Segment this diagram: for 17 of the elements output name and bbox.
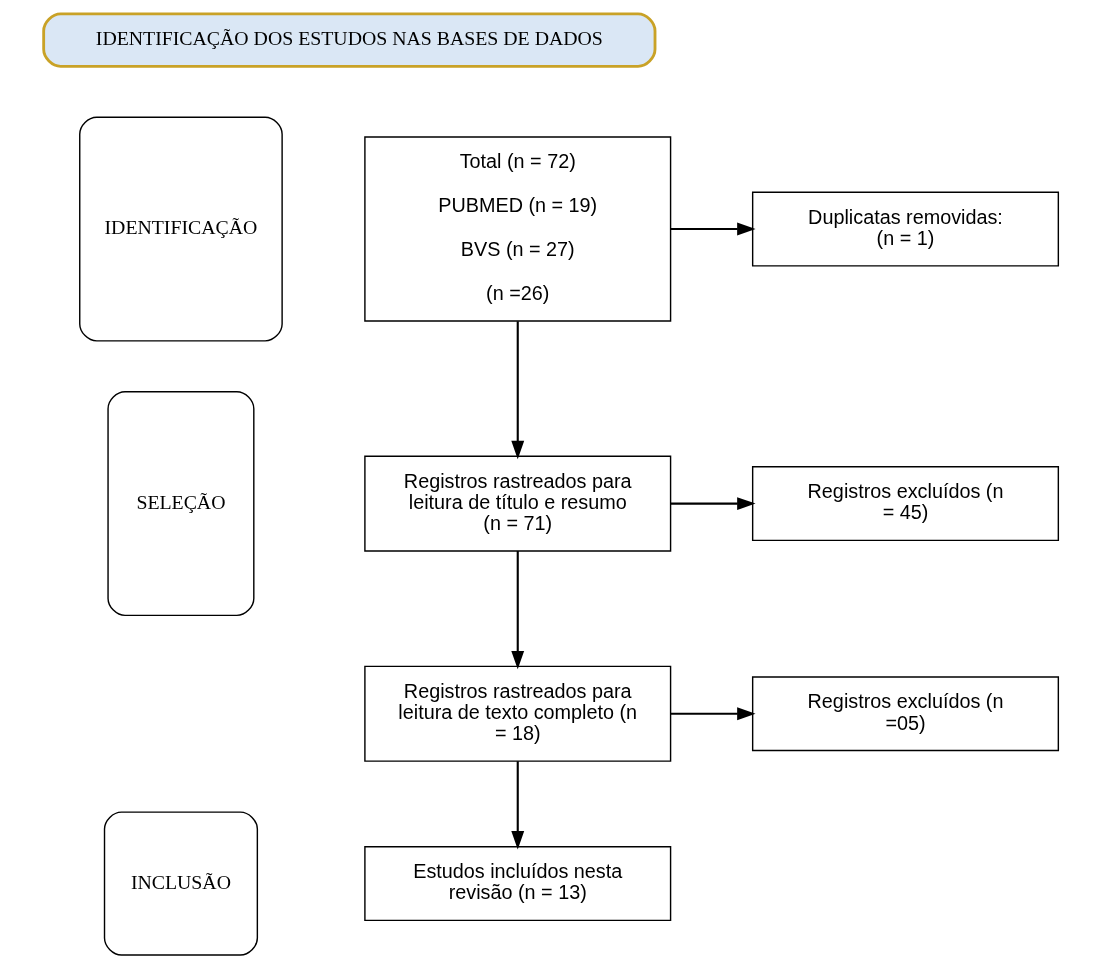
arrow	[510, 551, 524, 670]
arrow	[670, 497, 756, 511]
node-box: IDENTIFICAÇÃO DOS ESTUDOS NAS BASES DE DADOS	[41, 12, 656, 68]
node-box: Duplicatas removidas: (n = 1)	[751, 191, 1059, 267]
node-box: IDENTIFICAÇÃO	[78, 116, 283, 342]
node-box: Registros rastreados para leitura de texto completo (n = 18)	[363, 665, 671, 762]
node-box: SELEÇÃO	[106, 391, 254, 617]
node-box: Registros excluídos (n = 45)	[751, 466, 1059, 542]
arrow	[670, 707, 756, 721]
arrow	[670, 222, 756, 236]
node-box: INCLUSÃO	[103, 811, 258, 956]
node-box: Registros rastreados para leitura de título e resumo (n = 71)	[363, 455, 671, 552]
arrow	[510, 321, 524, 460]
arrow	[510, 761, 524, 850]
node-box: Registros excluídos (n =05)	[751, 676, 1059, 752]
node-box: Total (n = 72) PUBMED (n = 19) BVS (n = 27) (n =26)	[363, 136, 671, 322]
node-box: Estudos incluídos nesta revisão (n = 13)	[363, 846, 671, 922]
